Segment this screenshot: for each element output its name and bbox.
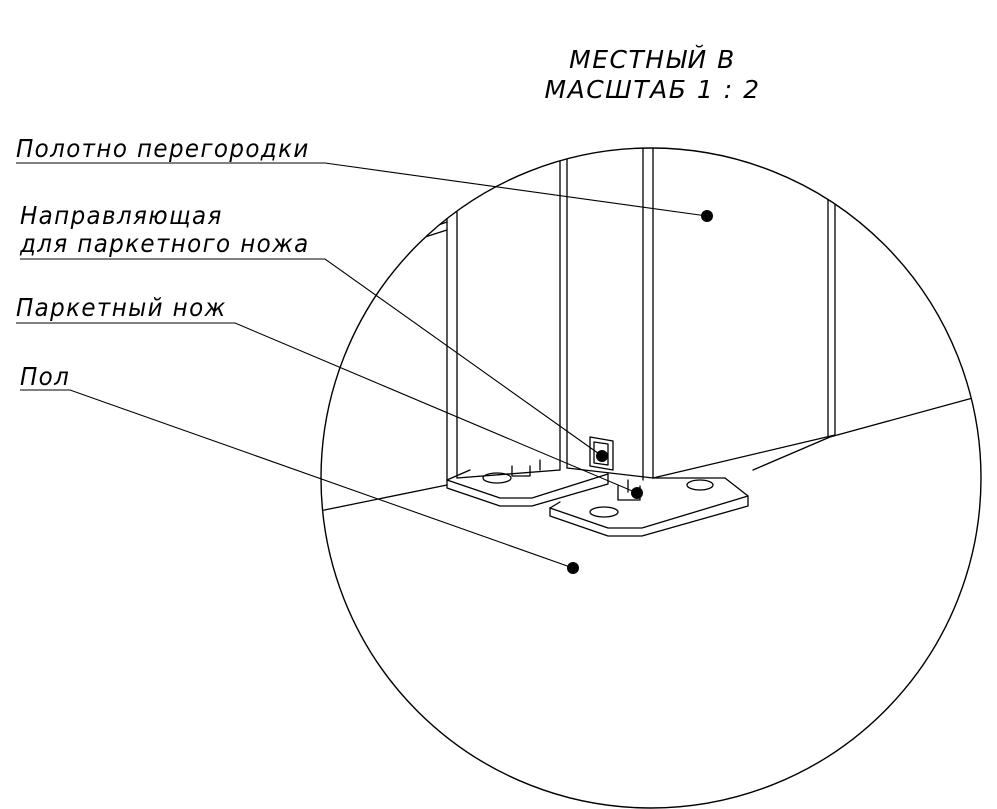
floor-line bbox=[321, 395, 981, 516]
leader-dot-panel bbox=[701, 210, 713, 222]
view-title: МЕСТНЫЙ В МАСШТАБ 1 : 2 bbox=[540, 45, 765, 105]
leader-guide bbox=[20, 258, 603, 457]
leader-panel bbox=[16, 162, 708, 217]
foot-plate-right bbox=[549, 477, 749, 537]
label-guide-line-1: Направляющая bbox=[20, 201, 223, 230]
label-knife: Паркетный нож bbox=[16, 293, 227, 322]
leader-dot-knife bbox=[631, 487, 643, 499]
view-title-line-2: МАСШТАБ 1 : 2 bbox=[544, 75, 761, 104]
label-floor: Пол bbox=[20, 362, 71, 391]
leader-knife bbox=[16, 322, 638, 494]
foot-plate-left bbox=[446, 459, 609, 507]
detail-circle bbox=[320, 147, 982, 809]
leader-dot-guide bbox=[596, 450, 608, 462]
knife-guide bbox=[589, 436, 614, 471]
partition-panel bbox=[446, 148, 836, 481]
leader-floor bbox=[20, 389, 574, 569]
view-title-line-1: МЕСТНЫЙ В bbox=[569, 45, 736, 74]
label-guide-line-2: для паркетного ножа bbox=[20, 229, 310, 258]
label-panel: Полотно перегородки bbox=[16, 134, 310, 163]
leader-dot-floor bbox=[567, 562, 579, 574]
background-wall bbox=[394, 199, 448, 246]
